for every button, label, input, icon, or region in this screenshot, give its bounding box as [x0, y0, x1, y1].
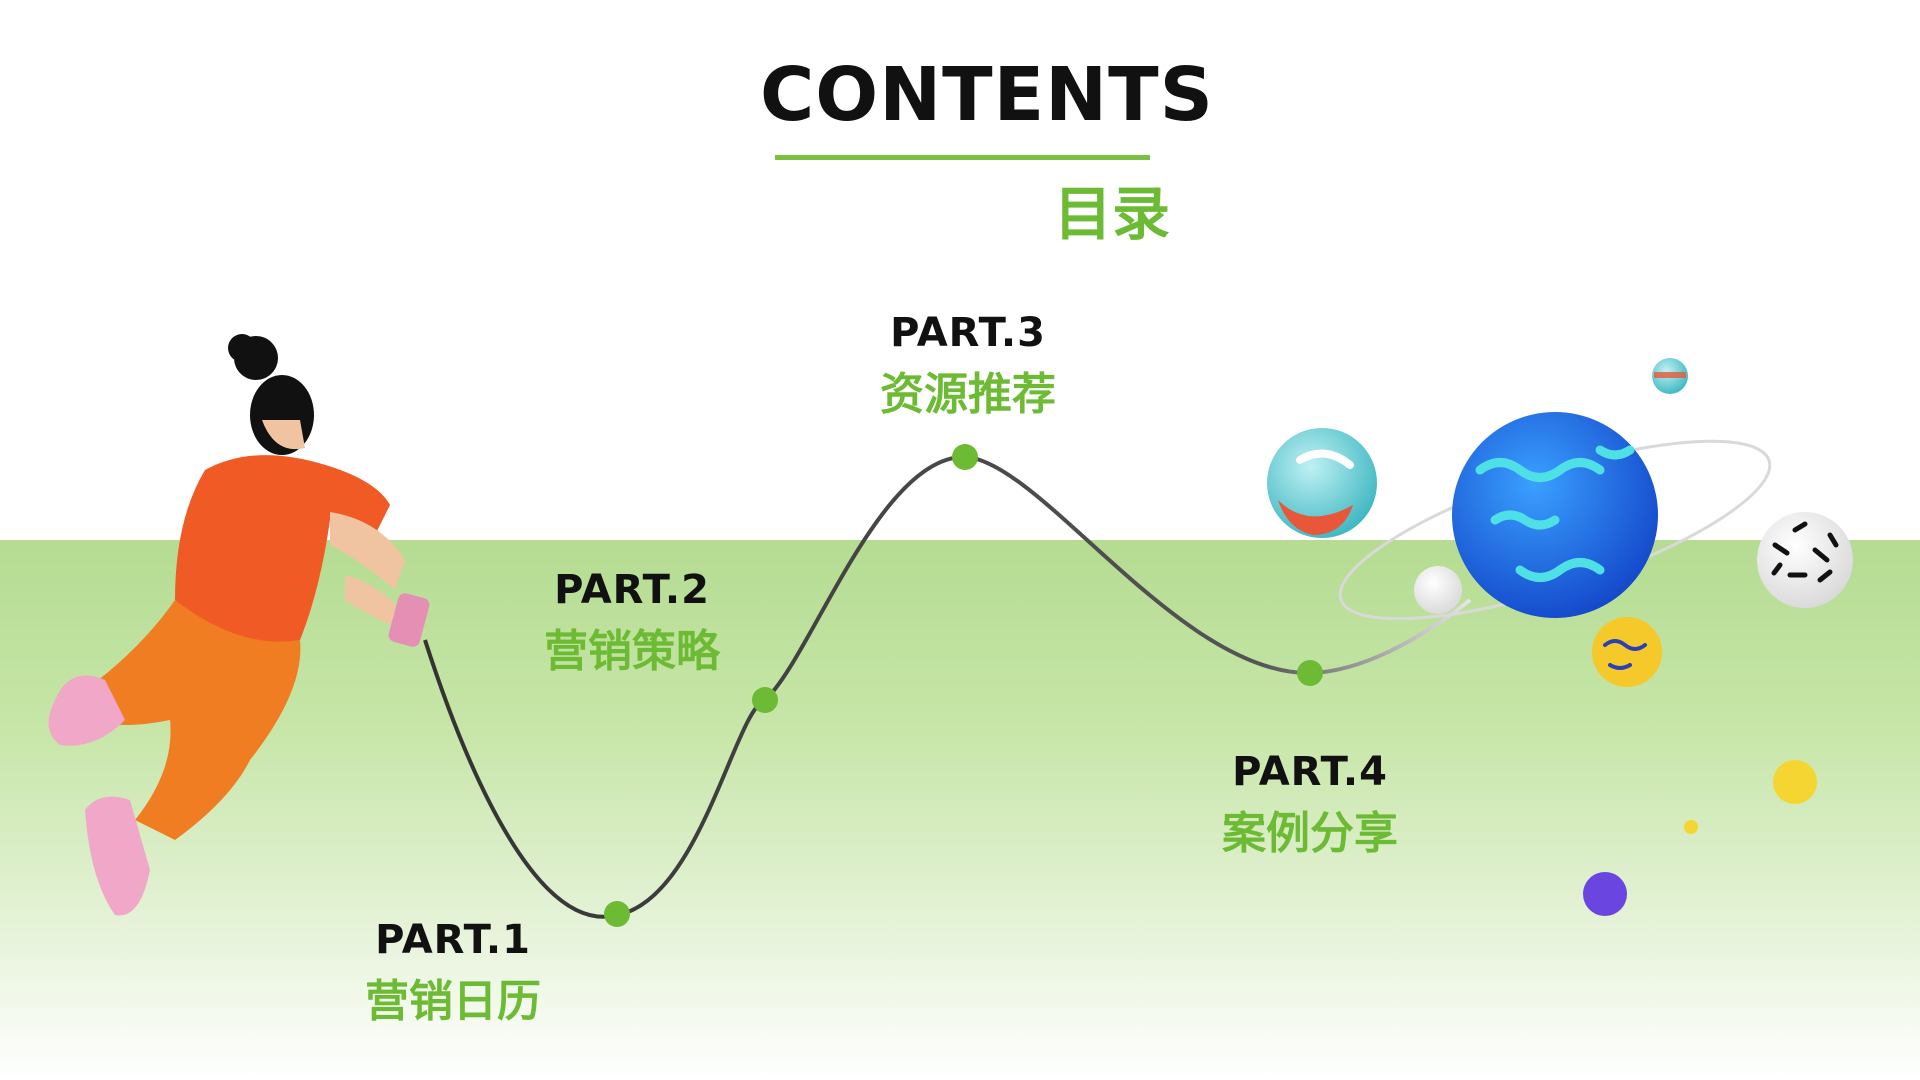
part-1-name: 营销日历	[365, 976, 541, 1027]
milestone-dot-1	[604, 901, 630, 927]
part-1-label: PART.1	[375, 917, 531, 963]
milestone-dot-3	[952, 444, 978, 470]
page-title: CONTENTS	[760, 52, 1214, 138]
small-planet-icon	[1652, 358, 1688, 394]
part-3: PART.3 资源推荐	[838, 313, 1098, 417]
yellow-ball-icon	[1592, 617, 1662, 687]
purple-dot-icon	[1583, 872, 1627, 916]
part-3-name: 资源推荐	[880, 369, 1056, 420]
milestone-dot-2	[752, 687, 778, 713]
part-4-label: PART.4	[1232, 749, 1388, 795]
patterned-ball-icon	[1757, 512, 1853, 608]
teal-planet-icon	[1267, 428, 1377, 538]
title-underline	[775, 155, 1150, 160]
part-2-label: PART.2	[554, 567, 710, 613]
yellow-dot-icon	[1773, 760, 1817, 804]
page-subtitle: 目录	[1053, 180, 1170, 248]
part-4-name: 案例分享	[1222, 808, 1398, 859]
part-1: PART.1 营销日历	[323, 920, 583, 1024]
part-2: PART.2 营销策略	[502, 570, 762, 674]
planet-icon	[1338, 412, 1772, 621]
part-4: PART.4 案例分享	[1180, 752, 1440, 856]
person-illustration	[48, 334, 430, 916]
part-3-label: PART.3	[890, 310, 1046, 356]
milestone-dot-4	[1297, 660, 1323, 686]
small-yellow-dot-icon	[1684, 820, 1698, 834]
part-2-name: 营销策略	[544, 626, 720, 677]
